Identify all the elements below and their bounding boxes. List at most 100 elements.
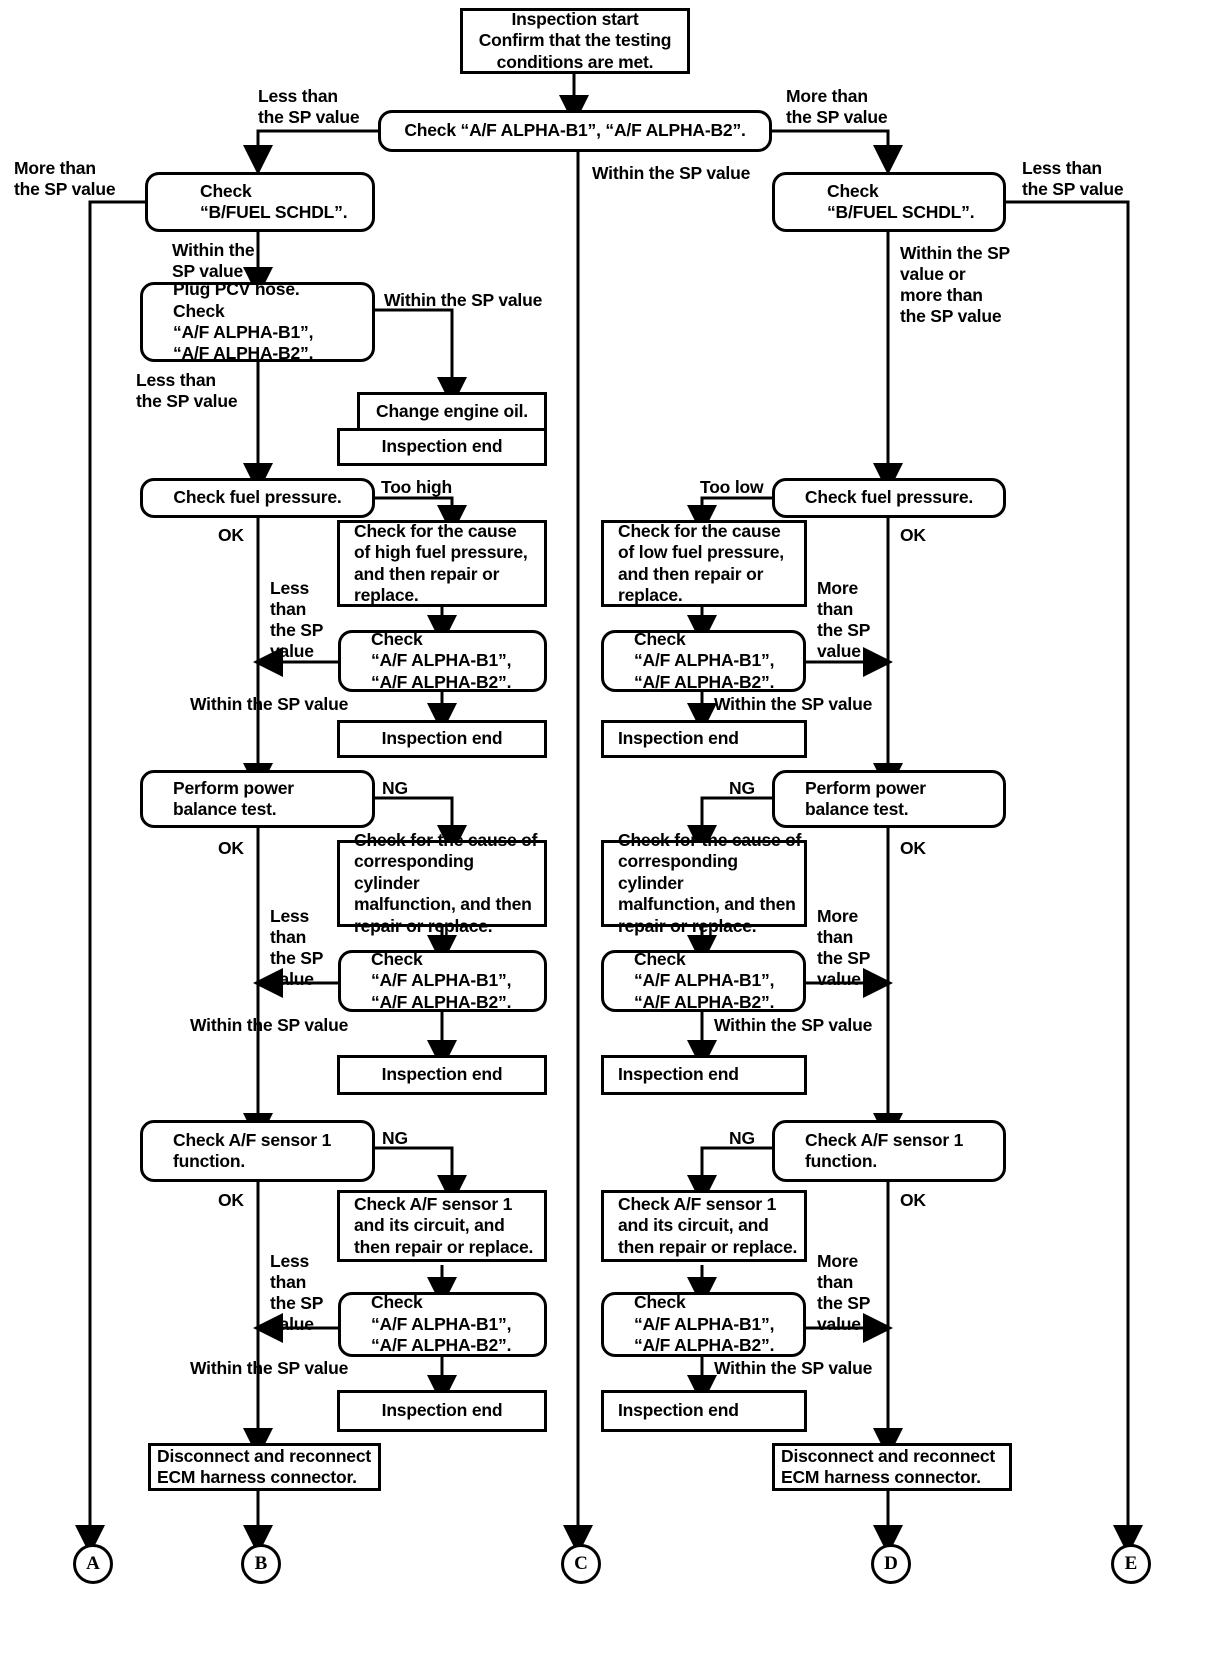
edge-pcv-within-oil (375, 308, 467, 407)
connector-D-label: D (884, 1553, 898, 1574)
node-check-fuel-pressure-right: Check fuel pressure. (772, 478, 1006, 518)
node-ecm-right-text: Disconnect and reconnect ECM harness con… (781, 1445, 996, 1487)
edge-fp-toolow (687, 496, 772, 535)
edge-bfuel-less-farright (1006, 200, 1143, 1555)
label-text: Too low (700, 477, 764, 497)
edge-af-ng-right (687, 1146, 772, 1205)
label-more-than-sp-top-right: More than the SP value (786, 86, 888, 128)
node-check-fuel-pressure-left: Check fuel pressure. (140, 478, 375, 518)
connector-C-label: C (574, 1553, 588, 1574)
node-check-alpha-pb-left: Check “A/F ALPHA-B1”, “A/F ALPHA-B2”. (338, 949, 547, 1012)
node-inspection-end-4: Inspection end (337, 1055, 547, 1095)
label-text: Within the SP value (190, 1358, 349, 1378)
node-af-sensor-left: Check A/F sensor 1 function. (140, 1120, 375, 1182)
label-text: NG (382, 778, 408, 798)
label-text: More than the SP value (817, 1251, 871, 1334)
label-text: OK (218, 525, 244, 545)
connector-A: A (73, 1544, 113, 1584)
node-cause-cylinder-right: Check for the cause of corresponding cyl… (601, 830, 807, 936)
label-less-than-sp-far-right: Less than the SP value (1022, 158, 1124, 200)
edge-pb-ng-left (375, 796, 467, 855)
label-text: NG (729, 778, 755, 798)
connector-B-label: B (254, 1553, 268, 1574)
label-text: Within the SP value (714, 1015, 873, 1035)
node-af-circuit-right: Check A/F sensor 1 and its circuit, and … (601, 1190, 807, 1262)
node-check-bfuel-right-text: Check “B/FUEL SCHDL”. (827, 180, 975, 222)
node-check-fuel-pressure-right-text: Check fuel pressure. (804, 487, 974, 508)
node-cause-cylinder-left-text: Check for the cause of corresponding cyl… (354, 830, 538, 936)
label-ng-af-right: NG (729, 1128, 755, 1149)
label-text: NG (729, 1128, 755, 1148)
label-text: Within the SP value (384, 290, 543, 310)
label-more-than-sp-pb-right: More than the SP value (817, 906, 870, 990)
node-inspection-start-text: Inspection start Confirm that the testin… (478, 8, 672, 72)
connector-B: B (241, 1544, 281, 1584)
label-text: Less than the SP value (270, 1251, 324, 1334)
label-ok-af-right: OK (900, 1190, 926, 1211)
node-cause-high-fuel-pressure: Check for the cause of high fuel pressur… (337, 520, 547, 607)
node-check-alpha-af-left: Check “A/F ALPHA-B1”, “A/F ALPHA-B2”. (338, 1292, 547, 1357)
connector-D: D (871, 1544, 911, 1584)
node-ecm-left-text: Disconnect and reconnect ECM harness con… (157, 1445, 372, 1487)
label-ok-af-left: OK (218, 1190, 244, 1211)
node-af-circuit-left-text: Check A/F sensor 1 and its circuit, and … (354, 1193, 534, 1257)
connector-C: C (561, 1544, 601, 1584)
label-ok-fp-left: OK (218, 525, 244, 546)
label-within-sp-af-right: Within the SP value (714, 1358, 872, 1379)
label-within-sp-pb-left: Within the SP value (190, 1015, 348, 1036)
label-text: Less than the SP value (1022, 158, 1124, 199)
label-text: OK (900, 838, 926, 858)
node-check-alpha-af-right-text: Check “A/F ALPHA-B1”, “A/F ALPHA-B2”. (634, 1292, 775, 1356)
label-within-sp-pcv: Within the SP value (384, 290, 542, 311)
label-text: Less than the SP value (258, 86, 360, 127)
node-check-alpha-af-right: Check “A/F ALPHA-B1”, “A/F ALPHA-B2”. (601, 1292, 806, 1357)
label-less-than-sp-pcv: Less than the SP value (136, 370, 238, 412)
node-af-sensor-left-text: Check A/F sensor 1 function. (173, 1129, 332, 1171)
connector-E-label: E (1124, 1553, 1138, 1574)
node-inspection-end-7: Inspection end (601, 1390, 807, 1432)
node-inspection-end-6-text: Inspection end (381, 1400, 503, 1421)
node-check-alpha-fp-right: Check “A/F ALPHA-B1”, “A/F ALPHA-B2”. (601, 628, 806, 692)
node-inspection-start: Inspection start Confirm that the testin… (460, 8, 690, 74)
node-inspection-end-2: Inspection end (337, 720, 547, 758)
node-inspection-end-7-text: Inspection end (618, 1400, 739, 1421)
label-text: More than the SP value (786, 86, 888, 127)
node-plug-pcv-text: Plug PCV hose. Check “A/F ALPHA-B1”, “A/… (173, 279, 314, 364)
node-power-balance-left: Perform power balance test. (140, 770, 375, 828)
label-within-sp-left-1: Within the SP value (172, 240, 255, 282)
label-ok-pb-right: OK (900, 838, 926, 859)
node-check-alpha-pb-right: Check “A/F ALPHA-B1”, “A/F ALPHA-B2”. (601, 949, 806, 1012)
edge-alpha-less-left (243, 129, 378, 175)
connector-E: E (1111, 1544, 1151, 1584)
label-less-than-sp-pb-left: Less than the SP value (270, 906, 323, 990)
label-within-sp-fp-left: Within the SP value (190, 694, 348, 715)
node-af-circuit-right-text: Check A/F sensor 1 and its circuit, and … (618, 1193, 798, 1257)
label-ng-pb-right: NG (729, 778, 755, 799)
node-inspection-end-1-text: Inspection end (381, 436, 503, 457)
label-text: OK (900, 525, 926, 545)
label-text: OK (900, 1190, 926, 1210)
label-less-than-sp-fp-left: Less than the SP value (270, 578, 323, 662)
label-within-sp-center: Within the SP value (592, 163, 750, 184)
label-text: Too high (381, 477, 452, 497)
label-within-sp-af-left: Within the SP value (190, 1358, 348, 1379)
label-less-than-sp-af-left: Less than the SP value (270, 1251, 323, 1335)
edge-af-ng-left (375, 1146, 467, 1205)
node-cause-low-fuel-pressure: Check for the cause of low fuel pressure… (601, 520, 807, 607)
label-text: Within the SP value (190, 1015, 349, 1035)
node-check-bfuel-left: Check “B/FUEL SCHDL”. (145, 172, 375, 232)
node-inspection-end-4-text: Inspection end (381, 1064, 503, 1085)
node-check-alpha-fp-left-text: Check “A/F ALPHA-B1”, “A/F ALPHA-B2”. (371, 628, 512, 692)
node-check-bfuel-right: Check “B/FUEL SCHDL”. (772, 172, 1006, 232)
node-ecm-left: Disconnect and reconnect ECM harness con… (148, 1443, 381, 1491)
label-within-sp-right-1: Within the SP value or more than the SP … (900, 243, 1010, 327)
edge-fp-toohigh (375, 496, 467, 535)
node-check-alpha-fp-right-text: Check “A/F ALPHA-B1”, “A/F ALPHA-B2”. (634, 628, 775, 692)
node-cause-cylinder-left: Check for the cause of corresponding cyl… (337, 830, 547, 936)
label-text: More than the SP value (817, 906, 871, 989)
label-less-than-sp-top-left: Less than the SP value (258, 86, 360, 128)
label-text: Within the SP value or more than the SP … (900, 243, 1011, 326)
node-check-alpha-fp-left: Check “A/F ALPHA-B1”, “A/F ALPHA-B2”. (338, 628, 547, 692)
